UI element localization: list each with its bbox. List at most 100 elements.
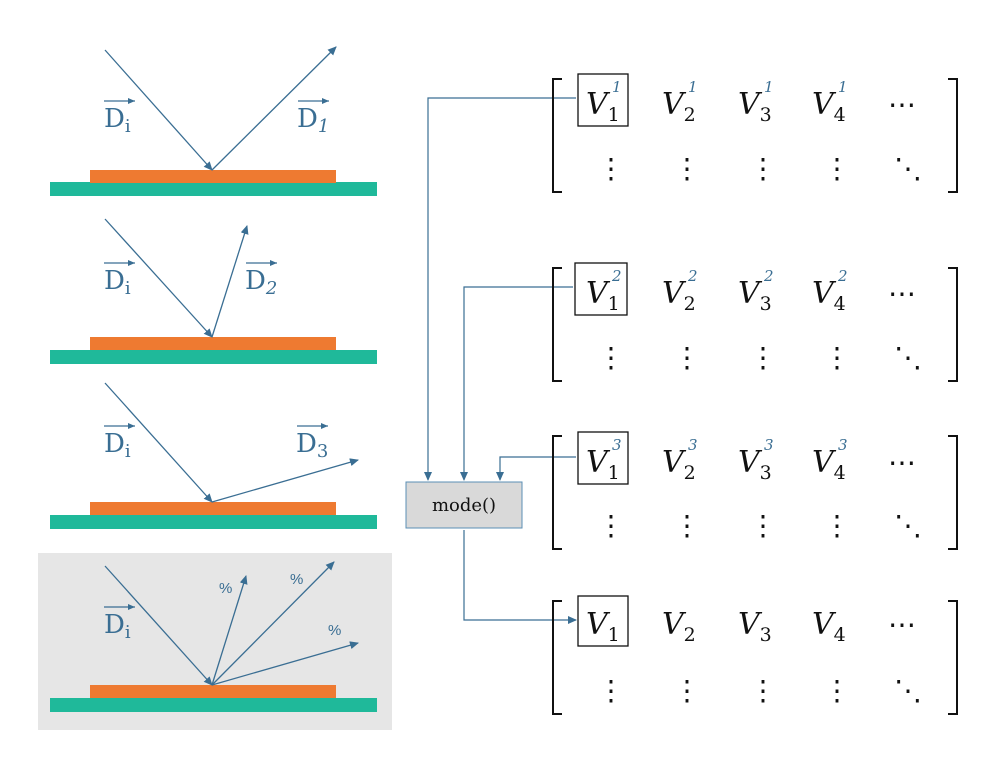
reflection-panel-3: Di D3 [50,382,377,529]
ellipsis: ⋯ [888,277,916,310]
incident-ray [104,382,213,503]
bracket-left [552,435,562,550]
cell-superscript: 1 [688,78,698,96]
matrix-cell: V1 [586,445,620,484]
matrix-cell: V4 [812,276,846,315]
connector-matrix-1 [424,97,576,481]
substrate-base [50,182,377,196]
cell-superscript: 2 [687,267,698,285]
percent-label: % [219,580,232,597]
matrix-cell: V3 [738,87,772,126]
connector-output [463,530,577,624]
substrate-base [50,515,377,529]
connector-matrix-2 [460,286,573,481]
bracket-left [552,267,562,382]
matrix-output: V1 V2 V3 V4 ⋯ ⋮ ⋮ ⋮ ⋮ ⋱ [552,595,958,715]
cell-superscript: 2 [611,267,622,285]
reflected-label: D2 [245,266,277,299]
highlight-box [577,595,629,647]
scattered-ray [211,575,248,686]
scattered-ray [211,641,359,686]
mode-function-box: mode() [405,481,523,529]
ddots: ⋱ [894,341,922,374]
matrix-1: V1 1 V2 1 V3 1 V4 1 ⋯ ⋮ ⋮ ⋮ ⋮ ⋱ [552,73,958,193]
coating-layer [90,502,336,515]
incident-ray [104,565,213,686]
incident-label: Di [104,610,131,643]
cell-superscript: 3 [764,436,774,454]
vdots: ⋮ [597,509,625,542]
matrix-cell: V1 [586,607,620,646]
matrix-cell: V4 [812,87,846,126]
reflection-panel-2: Di D2 [50,218,377,364]
coating-layer [90,170,336,183]
cell-superscript: 2 [763,267,774,285]
connector-matrix-3 [496,456,576,481]
vdots: ⋮ [823,152,851,185]
reflected-label: D1 [297,104,329,137]
vdots: ⋮ [597,674,625,707]
vdots: ⋮ [597,152,625,185]
vdots: ⋮ [823,674,851,707]
ellipsis: ⋯ [888,88,916,121]
bracket-left [552,600,562,715]
reflected-label: D3 [296,429,328,462]
vdots: ⋮ [823,341,851,374]
vdots: ⋮ [823,509,851,542]
vdots: ⋮ [597,341,625,374]
vdots: ⋮ [749,152,777,185]
reflection-panel-1: Di D1 [50,46,377,196]
reflected-ray [211,225,249,338]
highlight-box [577,73,629,127]
matrix-cell: V2 [662,607,696,646]
ellipsis: ⋯ [888,608,916,641]
matrix-cell: V2 [662,276,696,315]
vdots: ⋮ [749,341,777,374]
cell-superscript: 3 [688,436,698,454]
matrix-cell: V4 [812,607,846,646]
incident-label: Di [104,429,131,462]
reflected-ray [211,46,337,171]
substrate-base [50,698,377,712]
matrix-cell: V3 [738,276,772,315]
connectors [424,97,577,624]
highlight-box [577,431,629,485]
ddots: ⋱ [894,152,922,185]
cell-superscript: 3 [612,436,622,454]
cell-superscript: 1 [612,78,622,96]
incident-ray [104,218,213,338]
vdots: ⋮ [673,152,701,185]
bracket-right [948,435,958,550]
highlight-box [574,262,628,316]
bracket-right [948,267,958,382]
matrix-3: V1 3 V2 3 V3 3 V4 3 ⋯ ⋮ ⋮ ⋮ ⋮ ⋱ [552,431,958,550]
matrix-cell: V2 [662,445,696,484]
ellipsis: ⋯ [888,446,916,479]
cell-superscript: 1 [838,78,848,96]
mode-label: mode() [432,495,496,516]
incident-ray [104,49,213,171]
ddots: ⋱ [894,509,922,542]
bracket-right [948,78,958,193]
incident-label: Di [104,104,131,137]
cell-superscript: 1 [764,78,774,96]
matrix-cell: V4 [812,445,846,484]
vdots: ⋮ [749,674,777,707]
coating-layer [90,337,336,350]
matrix-cell: V2 [662,87,696,126]
incident-label: Di [104,266,131,299]
matrix-cell: V1 [586,87,620,126]
matrix-2: V1 2 V2 2 V3 2 V4 2 ⋯ ⋮ ⋮ ⋮ ⋮ ⋱ [552,262,958,382]
vdots: ⋮ [673,341,701,374]
percent-label: % [328,622,341,639]
matrix-cell: V3 [738,607,772,646]
vdots: ⋮ [749,509,777,542]
percent-label: % [290,571,303,588]
cell-superscript: 3 [838,436,848,454]
matrix-cell: V1 [586,276,620,315]
coating-layer [90,685,336,698]
vdots: ⋮ [673,674,701,707]
cell-superscript: 2 [837,267,848,285]
scattered-ray [211,561,335,686]
